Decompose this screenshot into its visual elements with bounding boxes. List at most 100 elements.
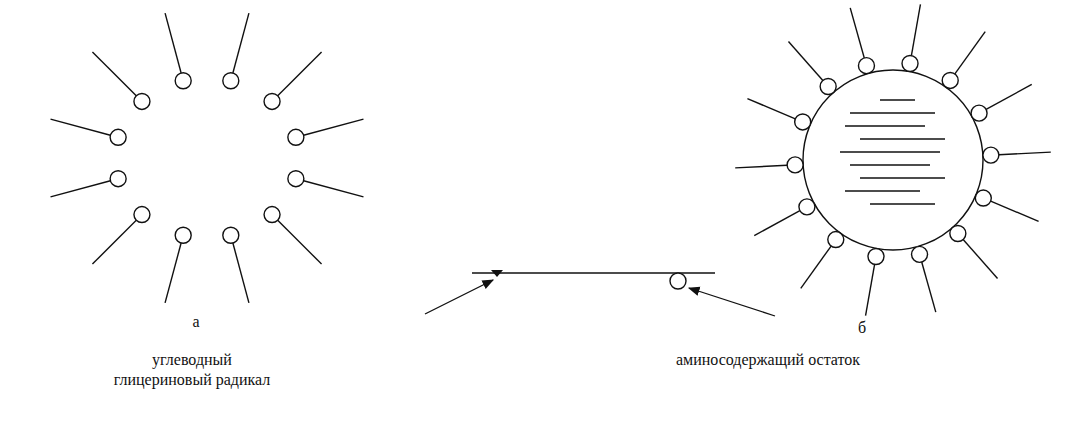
component-label: аминосодержащий остаток	[676, 350, 860, 370]
hydrophobic-tail	[233, 13, 249, 73]
polar-head	[264, 93, 280, 109]
hydrophobic-tail	[278, 52, 322, 96]
amphiphile	[754, 199, 815, 236]
pointer-arrow	[689, 288, 775, 316]
glycerol-marker	[491, 270, 503, 277]
polar-head	[175, 227, 191, 243]
polar-head	[264, 207, 280, 223]
polar-head	[223, 227, 239, 243]
polar-head	[110, 129, 126, 145]
amphiphile	[92, 52, 149, 109]
hydrophobic-tail	[801, 246, 831, 288]
amphiphile	[165, 227, 191, 303]
polar-head	[912, 246, 928, 262]
amphiphile	[264, 52, 321, 109]
hydrophobic-tail	[911, 4, 920, 55]
loaded-micelle	[735, 4, 1051, 315]
component-label: углеводный глицериновый радикал	[110, 350, 274, 390]
hydrophobic-tail	[788, 42, 822, 81]
hydrophobic-tail	[991, 201, 1039, 221]
enclosed-lipid	[840, 151, 940, 153]
amphiphile	[92, 207, 149, 264]
enclosed-lipid	[850, 164, 930, 166]
hydrophobic-tail	[278, 220, 322, 264]
polar-head	[828, 232, 844, 248]
polar-head	[787, 157, 803, 173]
pointer-arrow	[425, 280, 493, 314]
enclosed-lipid	[845, 190, 920, 192]
micelle-boundary	[803, 70, 983, 250]
polar-head	[950, 225, 966, 241]
hydrophobic-tail	[850, 8, 864, 58]
polar-head	[223, 73, 239, 89]
amphiphile	[735, 157, 803, 173]
enclosed-lipid	[880, 99, 915, 101]
amphiphile	[912, 246, 936, 312]
hydrophobic-tail	[986, 84, 1032, 109]
micelle	[51, 13, 364, 303]
polar-head	[983, 147, 999, 163]
amphiphile	[971, 84, 1032, 121]
hydrophobic-tail	[92, 52, 136, 96]
polar-head	[971, 105, 987, 121]
hydrophobic-tail	[233, 243, 249, 303]
amphiphile	[288, 171, 364, 197]
hydrophobic-tail	[955, 32, 985, 74]
polar-head	[902, 55, 918, 71]
polar-head	[975, 190, 991, 206]
polar-head	[942, 72, 958, 88]
lipid-molecule	[425, 270, 775, 316]
amphiphile	[788, 42, 836, 95]
hydrophobic-tail	[735, 165, 787, 168]
amphiphile	[850, 8, 874, 74]
figure-letter: б	[858, 318, 866, 338]
amphiphile	[51, 119, 127, 145]
enclosed-lipid	[860, 138, 945, 140]
polar-head	[134, 207, 150, 223]
polar-head	[110, 171, 126, 187]
amphiphile	[223, 227, 249, 303]
hydrophobic-tail	[963, 239, 997, 278]
hydrophobic-tail	[51, 119, 111, 135]
polar-head	[288, 171, 304, 187]
polar-head	[799, 199, 815, 215]
hydrophobic-tail	[165, 13, 181, 73]
amphiphile	[902, 4, 920, 71]
polar-head	[288, 129, 304, 145]
polar-head	[795, 114, 811, 130]
amphiphile	[942, 32, 985, 89]
amphiphile	[866, 249, 884, 316]
hydrophobic-tail	[999, 152, 1051, 155]
polar-head	[868, 249, 884, 265]
amphiphile	[975, 190, 1038, 221]
amphiphile	[165, 13, 191, 89]
polar-head	[134, 93, 150, 109]
hydrophobic-tail	[747, 99, 795, 119]
amphiphile	[223, 13, 249, 89]
amphiphile	[950, 225, 998, 278]
hydrophobic-tail	[922, 262, 936, 312]
enclosed-lipid	[860, 177, 945, 179]
amphiphile	[264, 207, 321, 264]
polar-head	[175, 73, 191, 89]
amphiphile	[801, 232, 844, 289]
hydrophobic-tail	[304, 119, 364, 135]
amphiphile	[288, 119, 364, 145]
enclosed-lipid	[850, 112, 935, 114]
hydrophobic-tail	[754, 211, 800, 236]
hydrophobic-tail	[866, 264, 875, 315]
enclosed-lipid	[845, 125, 925, 127]
polar-head	[670, 273, 686, 289]
hydrophobic-tail	[92, 220, 136, 264]
amphiphile	[747, 99, 810, 130]
amphiphile	[51, 171, 127, 197]
enclosed-lipid	[870, 203, 935, 205]
polar-head	[820, 79, 836, 95]
amphiphile	[983, 147, 1051, 163]
polar-head	[858, 58, 874, 74]
hydrophobic-tail	[165, 243, 181, 303]
figure-letter: а	[192, 312, 199, 332]
hydrophobic-tail	[304, 181, 364, 197]
